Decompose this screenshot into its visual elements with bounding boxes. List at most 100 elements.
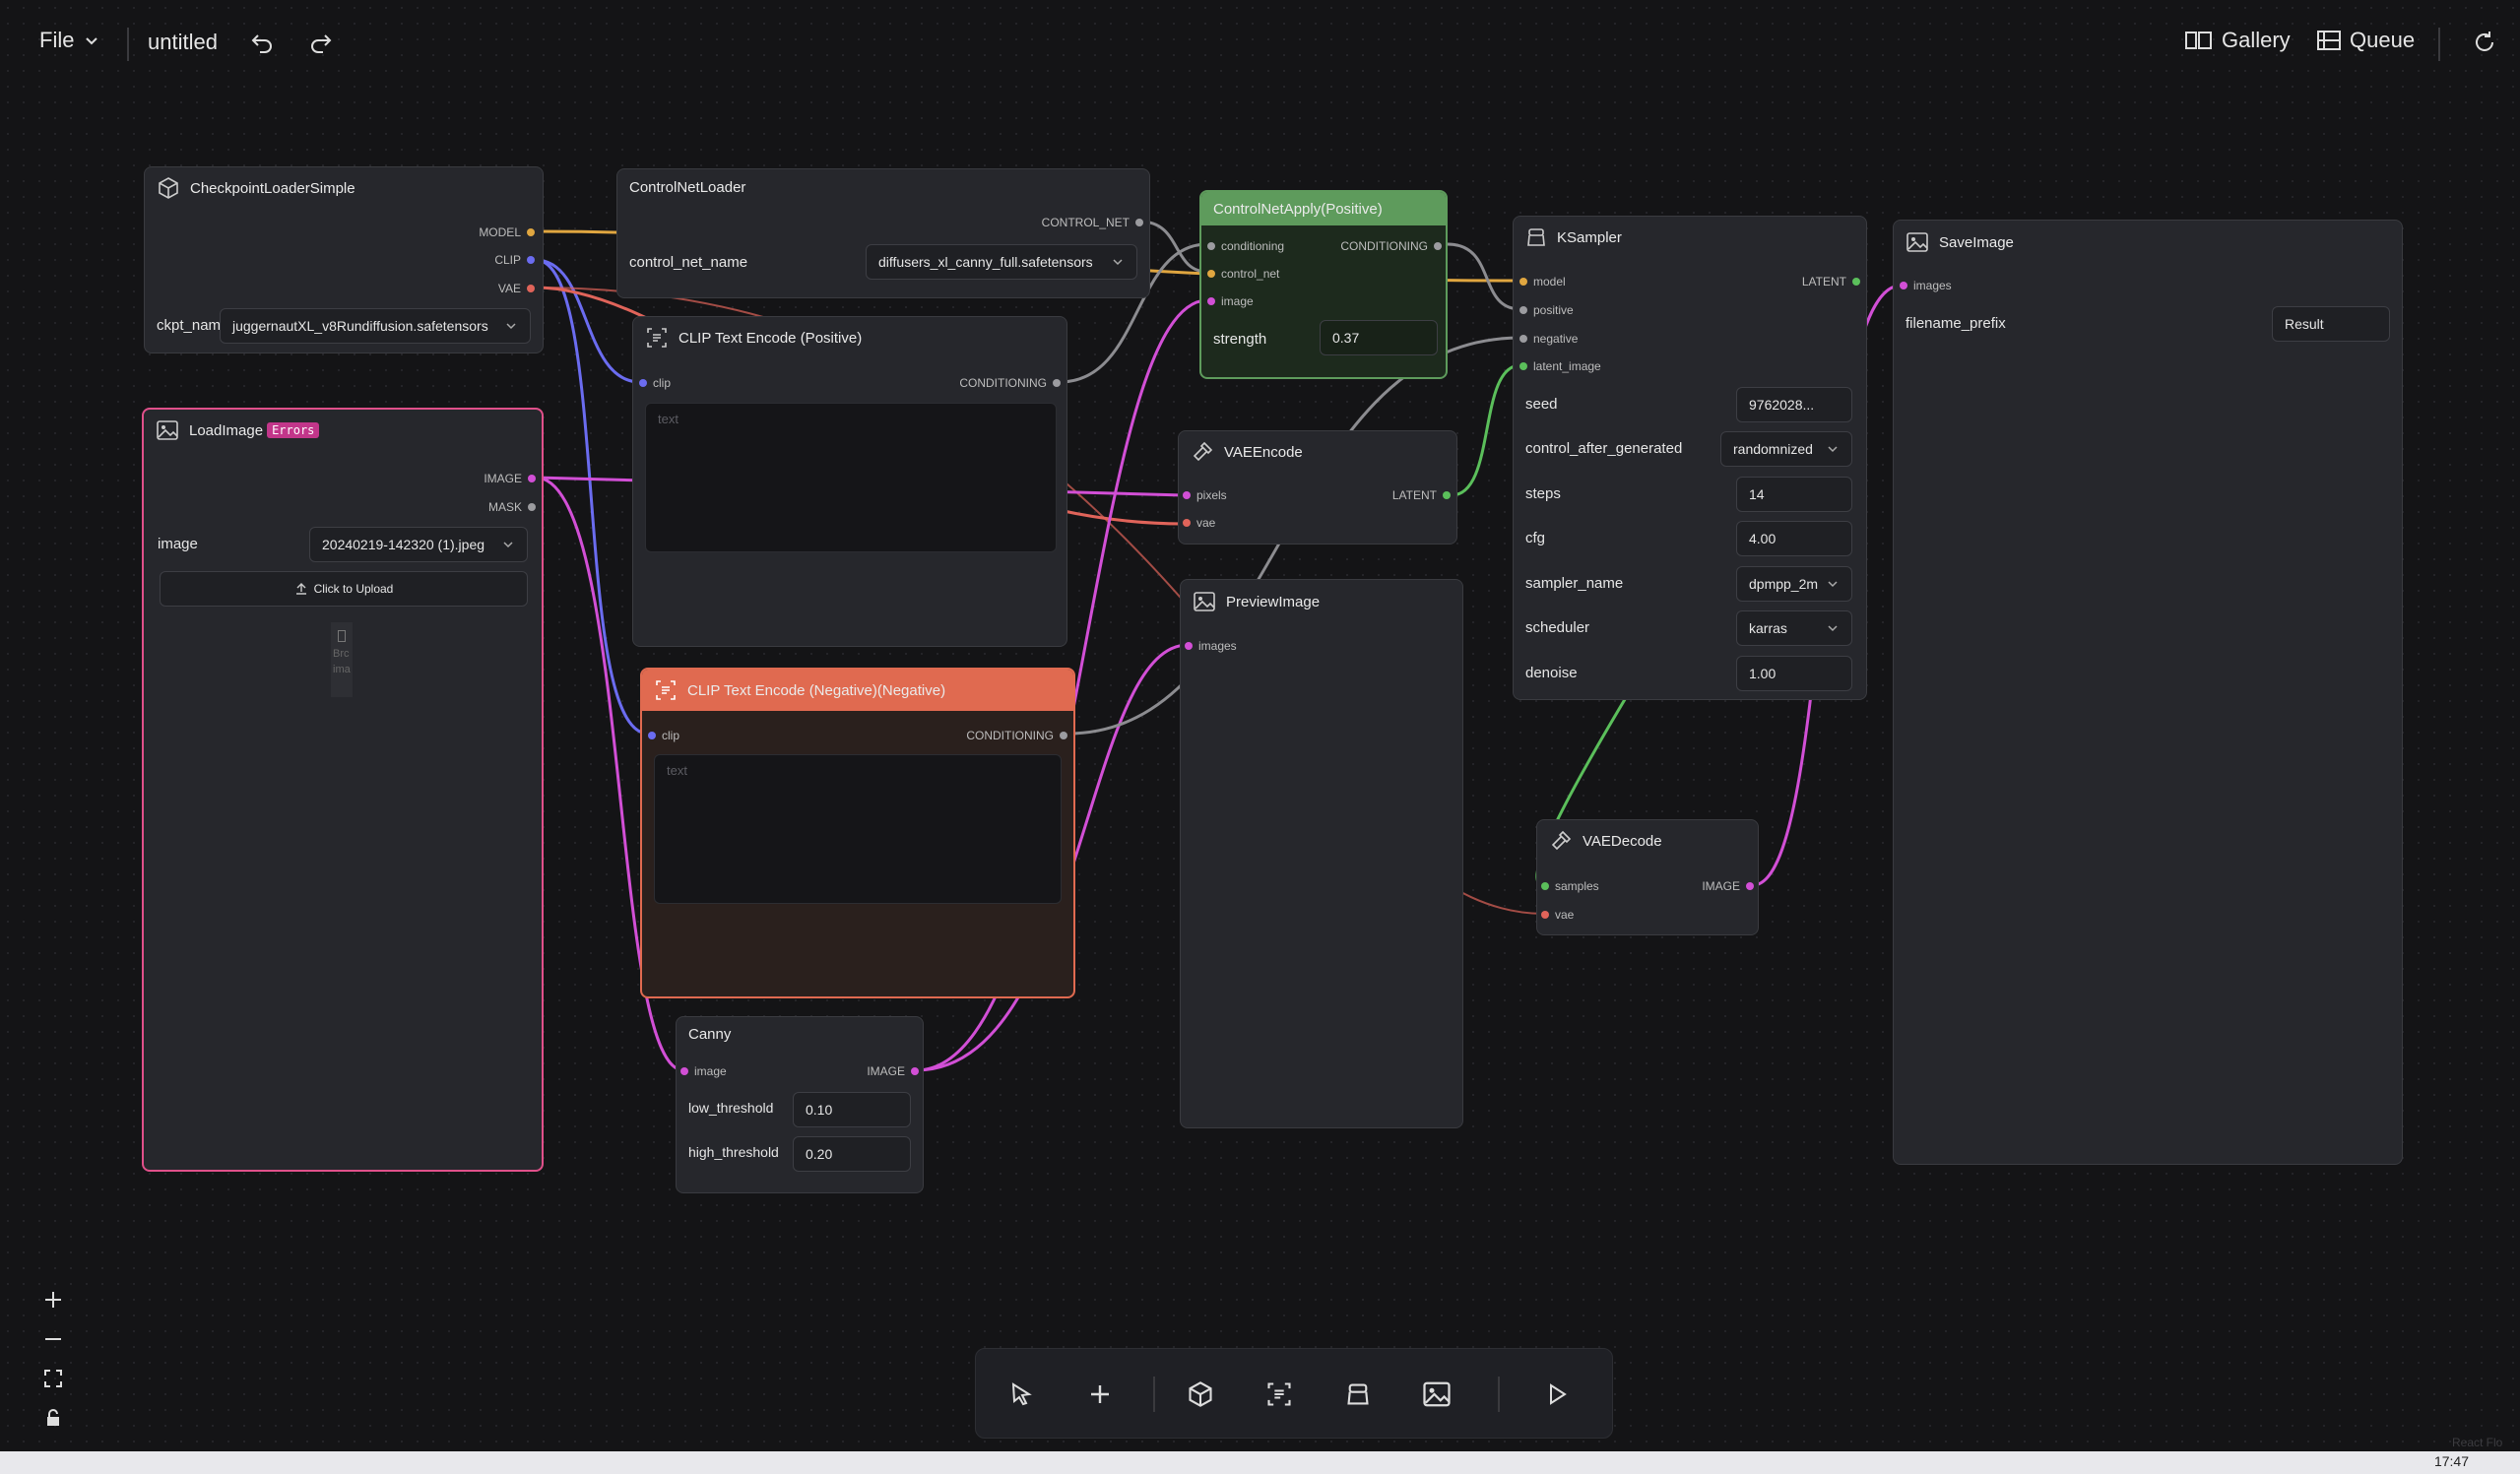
input-negative[interactable]: negative xyxy=(1519,332,1578,346)
node-vae-encode[interactable]: VAEEncode pixels vae LATENT xyxy=(1178,430,1457,545)
text-encode-icon[interactable] xyxy=(1256,1371,1303,1418)
ckpt-label: ckpt_nam xyxy=(157,317,222,334)
input-vae[interactable]: vae xyxy=(1541,908,1574,922)
cfg-label: cfg xyxy=(1525,530,1546,546)
node-title: ControlNetLoader xyxy=(629,178,746,196)
node-canny[interactable]: Canny image IMAGE low_threshold 0.10 hig… xyxy=(676,1016,924,1193)
chevron-down-icon xyxy=(86,37,98,45)
attribution[interactable]: React Flo xyxy=(2452,1436,2503,1449)
cube-icon[interactable] xyxy=(1177,1371,1224,1418)
node-title: CLIP Text Encode (Positive) xyxy=(678,329,863,347)
input-image[interactable]: image xyxy=(680,1064,727,1078)
filename-prefix-value: Result xyxy=(2285,316,2324,332)
node-title: ControlNetApply(Positive) xyxy=(1213,200,1383,218)
image-select[interactable]: 20240219-142320 (1).jpeg xyxy=(309,527,528,562)
filename-prefix-input[interactable]: Result xyxy=(2272,306,2390,342)
reload-icon[interactable] xyxy=(2470,28,2499,57)
control-after-generated-select[interactable]: randomnized xyxy=(1720,431,1852,467)
port-label: latent_image xyxy=(1533,359,1601,373)
sampler-icon[interactable] xyxy=(1334,1371,1382,1418)
document-title[interactable]: untitled xyxy=(148,30,218,54)
sampler-name-value: dpmpp_2m xyxy=(1749,576,1819,592)
input-clip[interactable]: clip xyxy=(639,376,671,390)
input-model[interactable]: model xyxy=(1519,275,1566,288)
gallery-button[interactable]: Gallery xyxy=(2184,28,2291,53)
zoom-out-icon[interactable] xyxy=(33,1321,73,1357)
steps-input[interactable]: 14 xyxy=(1736,477,1852,512)
node-clip-text-negative[interactable]: CLIP Text Encode (Negative)(Negative) cl… xyxy=(640,668,1075,998)
port-label: VAE xyxy=(497,282,521,295)
lock-icon[interactable] xyxy=(33,1400,73,1436)
input-control-net[interactable]: control_net xyxy=(1207,267,1279,281)
output-conditioning[interactable]: CONDITIONING xyxy=(959,376,1061,390)
node-clip-text-positive[interactable]: CLIP Text Encode (Positive) clip CONDITI… xyxy=(632,316,1067,647)
output-model[interactable]: MODEL xyxy=(479,225,535,239)
port-label: image xyxy=(694,1064,727,1078)
text-input[interactable]: text xyxy=(654,754,1062,904)
input-conditioning[interactable]: conditioning xyxy=(1207,239,1284,253)
output-image[interactable]: IMAGE xyxy=(1702,879,1754,893)
output-image[interactable]: IMAGE xyxy=(867,1064,919,1078)
input-image[interactable]: image xyxy=(1207,294,1254,308)
image-value: 20240219-142320 (1).jpeg xyxy=(322,537,485,552)
fit-view-icon[interactable] xyxy=(33,1361,73,1396)
output-conditioning[interactable]: CONDITIONING xyxy=(1340,239,1442,253)
node-preview-image[interactable]: PreviewImage images xyxy=(1180,579,1463,1128)
queue-button[interactable]: Queue xyxy=(2316,28,2415,53)
node-save-image[interactable]: SaveImage images filename_prefix Result xyxy=(1893,220,2403,1165)
control-net-select[interactable]: diffusers_xl_canny_full.safetensors xyxy=(866,244,1137,280)
output-mask[interactable]: MASK xyxy=(488,500,536,514)
add-node-icon[interactable] xyxy=(1076,1371,1124,1418)
node-controlnet-apply[interactable]: ControlNetApply(Positive) conditioning c… xyxy=(1199,190,1448,379)
undo-icon[interactable] xyxy=(248,28,278,57)
control-net-name-label: control_net_name xyxy=(629,254,748,271)
ckpt-value: juggernautXL_v8Rundiffusion.safetensors xyxy=(232,318,488,334)
input-pixels[interactable]: pixels xyxy=(1183,488,1227,502)
scheduler-select[interactable]: karras xyxy=(1736,610,1852,646)
node-vae-decode[interactable]: VAEDecode samples vae IMAGE xyxy=(1536,819,1759,935)
output-latent[interactable]: LATENT xyxy=(1392,488,1451,502)
input-images[interactable]: images xyxy=(1900,279,1952,292)
output-vae[interactable]: VAE xyxy=(498,282,535,295)
select-tool-icon[interactable] xyxy=(998,1371,1045,1418)
port-label: CLIP xyxy=(494,253,521,267)
gallery-icon xyxy=(2185,32,2212,49)
node-checkpoint-loader[interactable]: CheckpointLoaderSimple MODEL CLIP VAE ck… xyxy=(144,166,544,353)
node-controlnet-loader[interactable]: ControlNetLoader CONTROL_NET control_net… xyxy=(616,168,1150,298)
output-control-net[interactable]: CONTROL_NET xyxy=(1042,216,1143,229)
output-conditioning[interactable]: CONDITIONING xyxy=(966,729,1067,742)
input-images[interactable]: images xyxy=(1185,639,1237,653)
cube-icon xyxy=(159,177,178,199)
port-label: conditioning xyxy=(1221,239,1285,253)
sampler-icon xyxy=(1527,228,1545,246)
zoom-in-icon[interactable] xyxy=(33,1282,73,1317)
strength-input[interactable]: 0.37 xyxy=(1320,320,1438,355)
node-title: SaveImage xyxy=(1939,233,2014,251)
input-samples[interactable]: samples xyxy=(1541,879,1599,893)
error-badge[interactable]: Errors xyxy=(267,422,320,438)
output-clip[interactable]: CLIP xyxy=(494,253,535,267)
input-positive[interactable]: positive xyxy=(1519,303,1574,317)
sampler-name-select[interactable]: dpmpp_2m xyxy=(1736,566,1852,602)
upload-button[interactable]: Click to Upload xyxy=(160,571,528,607)
output-latent[interactable]: LATENT xyxy=(1802,275,1860,288)
denoise-input[interactable]: 1.00 xyxy=(1736,656,1852,691)
cfg-input[interactable]: 4.00 xyxy=(1736,521,1852,556)
seed-input[interactable]: 9762028... xyxy=(1736,387,1852,422)
input-clip[interactable]: clip xyxy=(648,729,679,742)
text-input[interactable]: text xyxy=(645,403,1057,552)
ckpt-select[interactable]: juggernautXL_v8Rundiffusion.safetensors xyxy=(220,308,531,344)
broken-image-icon xyxy=(338,630,346,642)
node-title: KSampler xyxy=(1557,228,1622,246)
image-icon[interactable] xyxy=(1413,1371,1460,1418)
node-ksampler[interactable]: KSampler model positive negative latent_… xyxy=(1513,216,1867,700)
run-icon[interactable] xyxy=(1533,1371,1581,1418)
file-menu[interactable]: File xyxy=(39,28,99,53)
redo-icon[interactable] xyxy=(305,28,335,57)
output-image[interactable]: IMAGE xyxy=(484,472,536,485)
input-latent-image[interactable]: latent_image xyxy=(1519,359,1601,373)
node-load-image[interactable]: LoadImage Errors IMAGE MASK image 202402… xyxy=(142,408,544,1172)
high-threshold-input[interactable]: 0.20 xyxy=(793,1136,911,1172)
input-vae[interactable]: vae xyxy=(1183,516,1215,530)
low-threshold-input[interactable]: 0.10 xyxy=(793,1092,911,1127)
